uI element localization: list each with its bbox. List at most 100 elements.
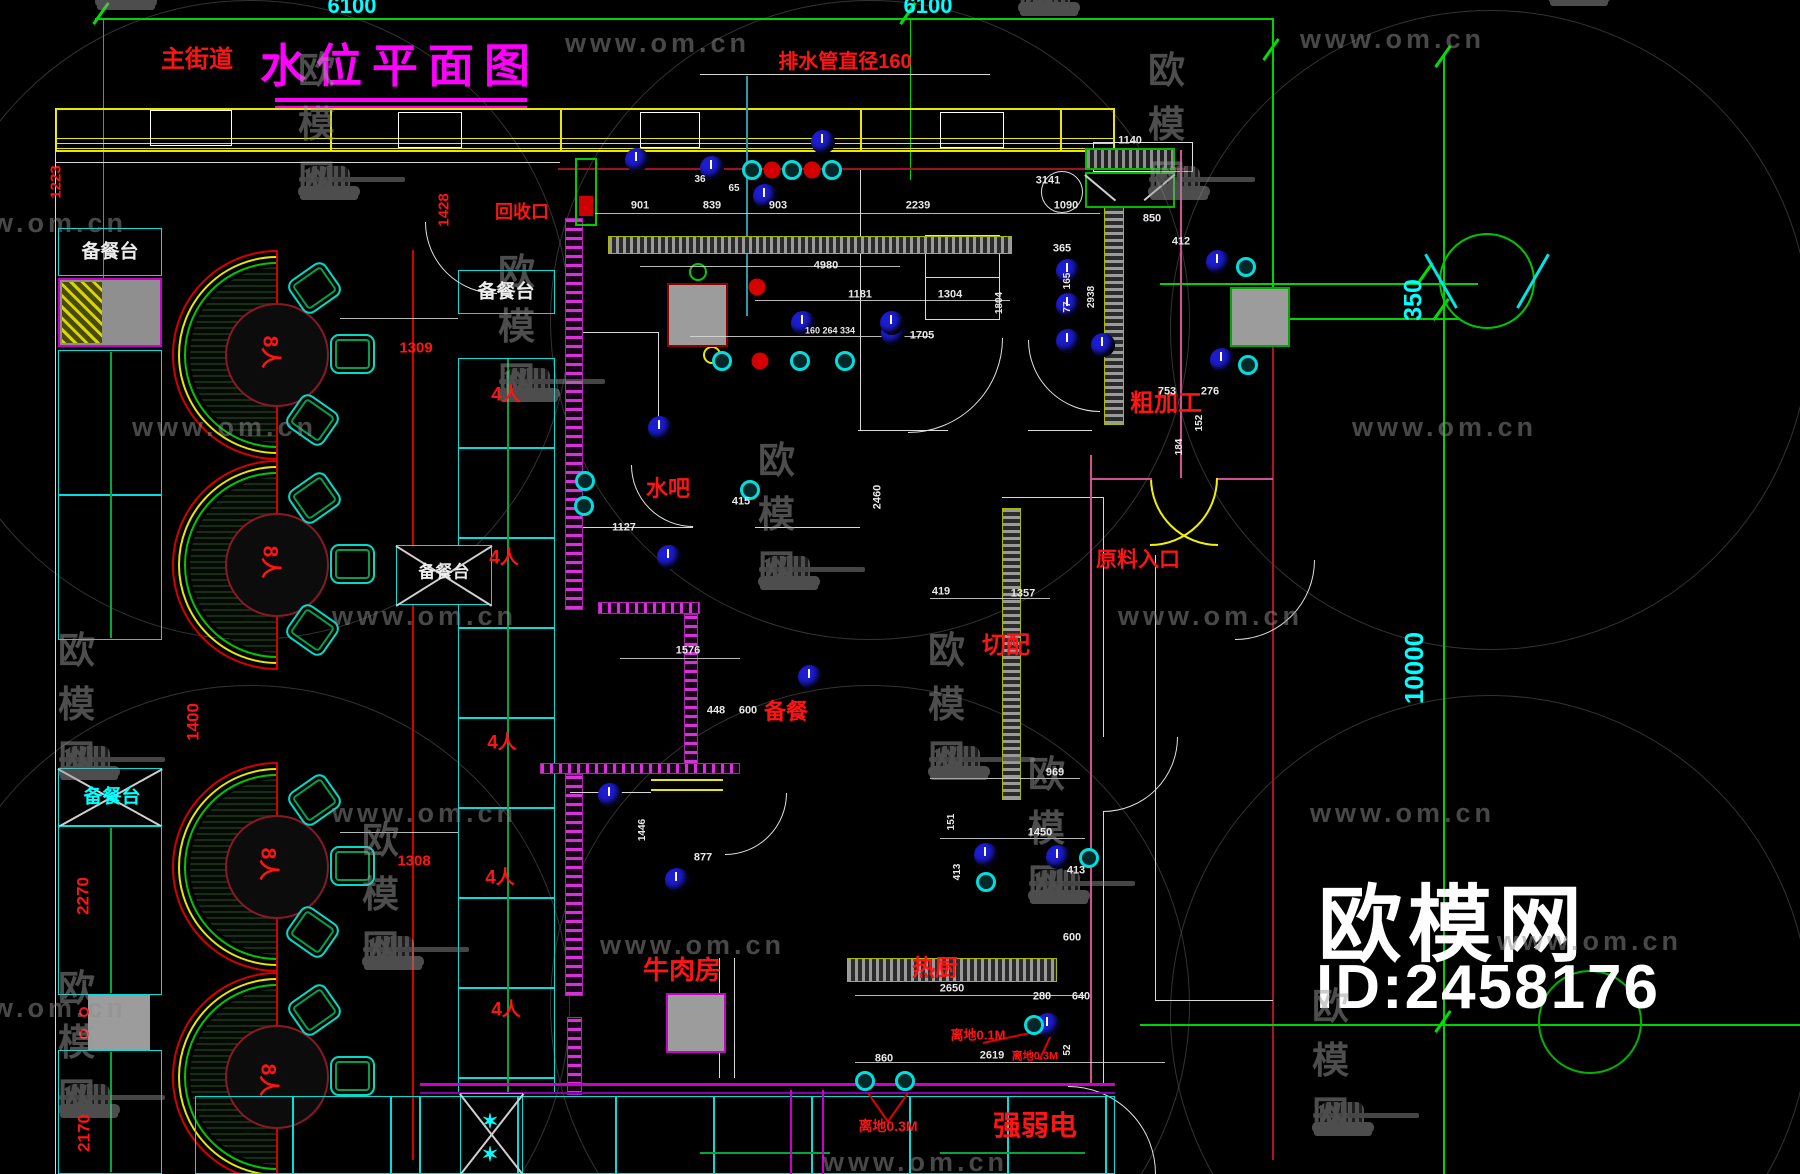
wall-hatched bbox=[567, 1017, 582, 1095]
rdim-2270: 2270 bbox=[73, 877, 93, 915]
floor-drain-blue bbox=[1056, 329, 1080, 353]
label-waterbar: 水吧 bbox=[645, 476, 691, 501]
floor-drain-cyan bbox=[822, 160, 842, 180]
label-street: 主街道 bbox=[161, 46, 233, 73]
watermark-url: www.om.cn bbox=[332, 798, 518, 828]
dim-label: 448 bbox=[706, 704, 726, 717]
wall-pink bbox=[1090, 478, 1152, 480]
dim-label: 77 bbox=[1062, 301, 1073, 313]
sofa-icon bbox=[95, 0, 157, 12]
label-recycle: 回收口 bbox=[495, 202, 549, 222]
dim-label: 1090 bbox=[1053, 199, 1079, 212]
label-electrical: 强弱电 bbox=[992, 1110, 1078, 1141]
dim-label: 365 bbox=[1052, 242, 1072, 255]
dim-label: 3141 bbox=[1035, 174, 1061, 187]
dim-line bbox=[855, 995, 1085, 996]
wall bbox=[583, 332, 658, 333]
wall-bottom-magenta bbox=[420, 1083, 1115, 1086]
seat-4d: 4人 bbox=[485, 867, 515, 889]
sofa-icon bbox=[1028, 870, 1090, 906]
floor-drain-blue bbox=[880, 311, 904, 335]
equipment-box bbox=[1230, 287, 1290, 347]
wall bbox=[858, 430, 948, 431]
street-section bbox=[398, 112, 462, 148]
dim-label: 2938 bbox=[1086, 285, 1097, 309]
counter-mid-vert bbox=[1002, 508, 1021, 800]
floor-drain-cyan bbox=[895, 1071, 915, 1091]
wall bbox=[1155, 1000, 1273, 1001]
sofa-icon bbox=[498, 368, 560, 404]
floor-drain-blue bbox=[648, 416, 672, 440]
dim-line bbox=[930, 598, 1050, 599]
note-height-03b: 离地0.3M bbox=[1011, 1050, 1059, 1063]
dim-label: 640 bbox=[1071, 990, 1091, 1003]
label-beefroom: 牛肉房 bbox=[642, 955, 722, 985]
sofa-icon bbox=[298, 166, 360, 202]
dim-line bbox=[940, 838, 1085, 839]
dim-label: 1804 bbox=[994, 291, 1005, 315]
floor-drain-cyan bbox=[1238, 355, 1258, 375]
watermark-brand-text: 欧模网 bbox=[1028, 754, 1068, 903]
floor-drain-cyan bbox=[1236, 257, 1256, 277]
dim-label: 52 bbox=[1062, 1044, 1073, 1056]
street-divider bbox=[1060, 108, 1062, 152]
dim-line bbox=[340, 318, 458, 319]
outer-wall-left bbox=[55, 108, 56, 1174]
watermark-brand-text: 欧模网 bbox=[362, 820, 402, 969]
dim-label: 860 bbox=[874, 1052, 894, 1065]
chair bbox=[330, 544, 375, 584]
watermark-url: www.om.cn bbox=[1118, 601, 1304, 631]
floor-drain-blue bbox=[791, 311, 815, 335]
rdim-1309: 1309 bbox=[399, 339, 433, 357]
dim-line bbox=[620, 658, 740, 659]
dim-line bbox=[640, 266, 900, 267]
dim-label: 152 bbox=[1194, 414, 1205, 432]
rdim-1308: 1308 bbox=[397, 852, 431, 870]
floor-drain-blue bbox=[811, 130, 835, 154]
booth-8p bbox=[172, 460, 392, 670]
floor-drain-blue bbox=[598, 783, 622, 807]
counter-bottom bbox=[847, 958, 1057, 982]
wall bbox=[1103, 812, 1104, 1085]
site-brand: 欧模网 bbox=[1318, 878, 1589, 972]
red-ring bbox=[79, 1029, 89, 1039]
building-top-wall bbox=[558, 168, 1185, 170]
shelf-line bbox=[651, 779, 723, 781]
street-section bbox=[940, 112, 1004, 148]
sofa-icon bbox=[1018, 0, 1080, 18]
watermark-brand-text: 欧模网 bbox=[1148, 50, 1188, 199]
green-ring bbox=[689, 263, 707, 281]
wc-stall-divider bbox=[925, 277, 1000, 278]
wall-pink bbox=[822, 1090, 824, 1174]
sidewalk-line bbox=[55, 162, 560, 163]
red-ring bbox=[79, 1007, 89, 1017]
floor-drain-cyan bbox=[1024, 1015, 1044, 1035]
equipment-box bbox=[666, 993, 726, 1053]
wall-hatched bbox=[565, 774, 583, 996]
seat-4c: 4人 bbox=[487, 732, 517, 754]
dim-line bbox=[855, 1062, 1165, 1063]
dim-line-350a bbox=[1160, 283, 1478, 285]
sofa-icon bbox=[1312, 1102, 1374, 1138]
label-servingdesk-1: 备餐台 bbox=[81, 241, 139, 263]
dim-label: 2619 bbox=[979, 1049, 1005, 1062]
bottom-tables-left bbox=[195, 1096, 420, 1174]
round-table bbox=[225, 513, 329, 617]
floor-drain-blue bbox=[665, 868, 689, 892]
note-height-03a: 离地0.3M bbox=[858, 1118, 918, 1134]
cashier-glyph-b: ✶ bbox=[481, 1144, 499, 1166]
floor-drain-cyan bbox=[575, 471, 595, 491]
street-section bbox=[150, 110, 232, 146]
floor-drain-blue bbox=[1210, 348, 1234, 372]
dim-label: 969 bbox=[1045, 766, 1065, 779]
dim-label: 36 bbox=[694, 174, 706, 185]
dim-label: 165 bbox=[1062, 272, 1073, 290]
floor-drain-cyan bbox=[855, 1071, 875, 1091]
watermark-url: www.om.cn bbox=[332, 601, 518, 631]
dim-label: 415 bbox=[731, 495, 751, 508]
watermark-brand-text: 欧模网 bbox=[95, 0, 135, 12]
seat-8b: 8人 bbox=[258, 545, 282, 579]
